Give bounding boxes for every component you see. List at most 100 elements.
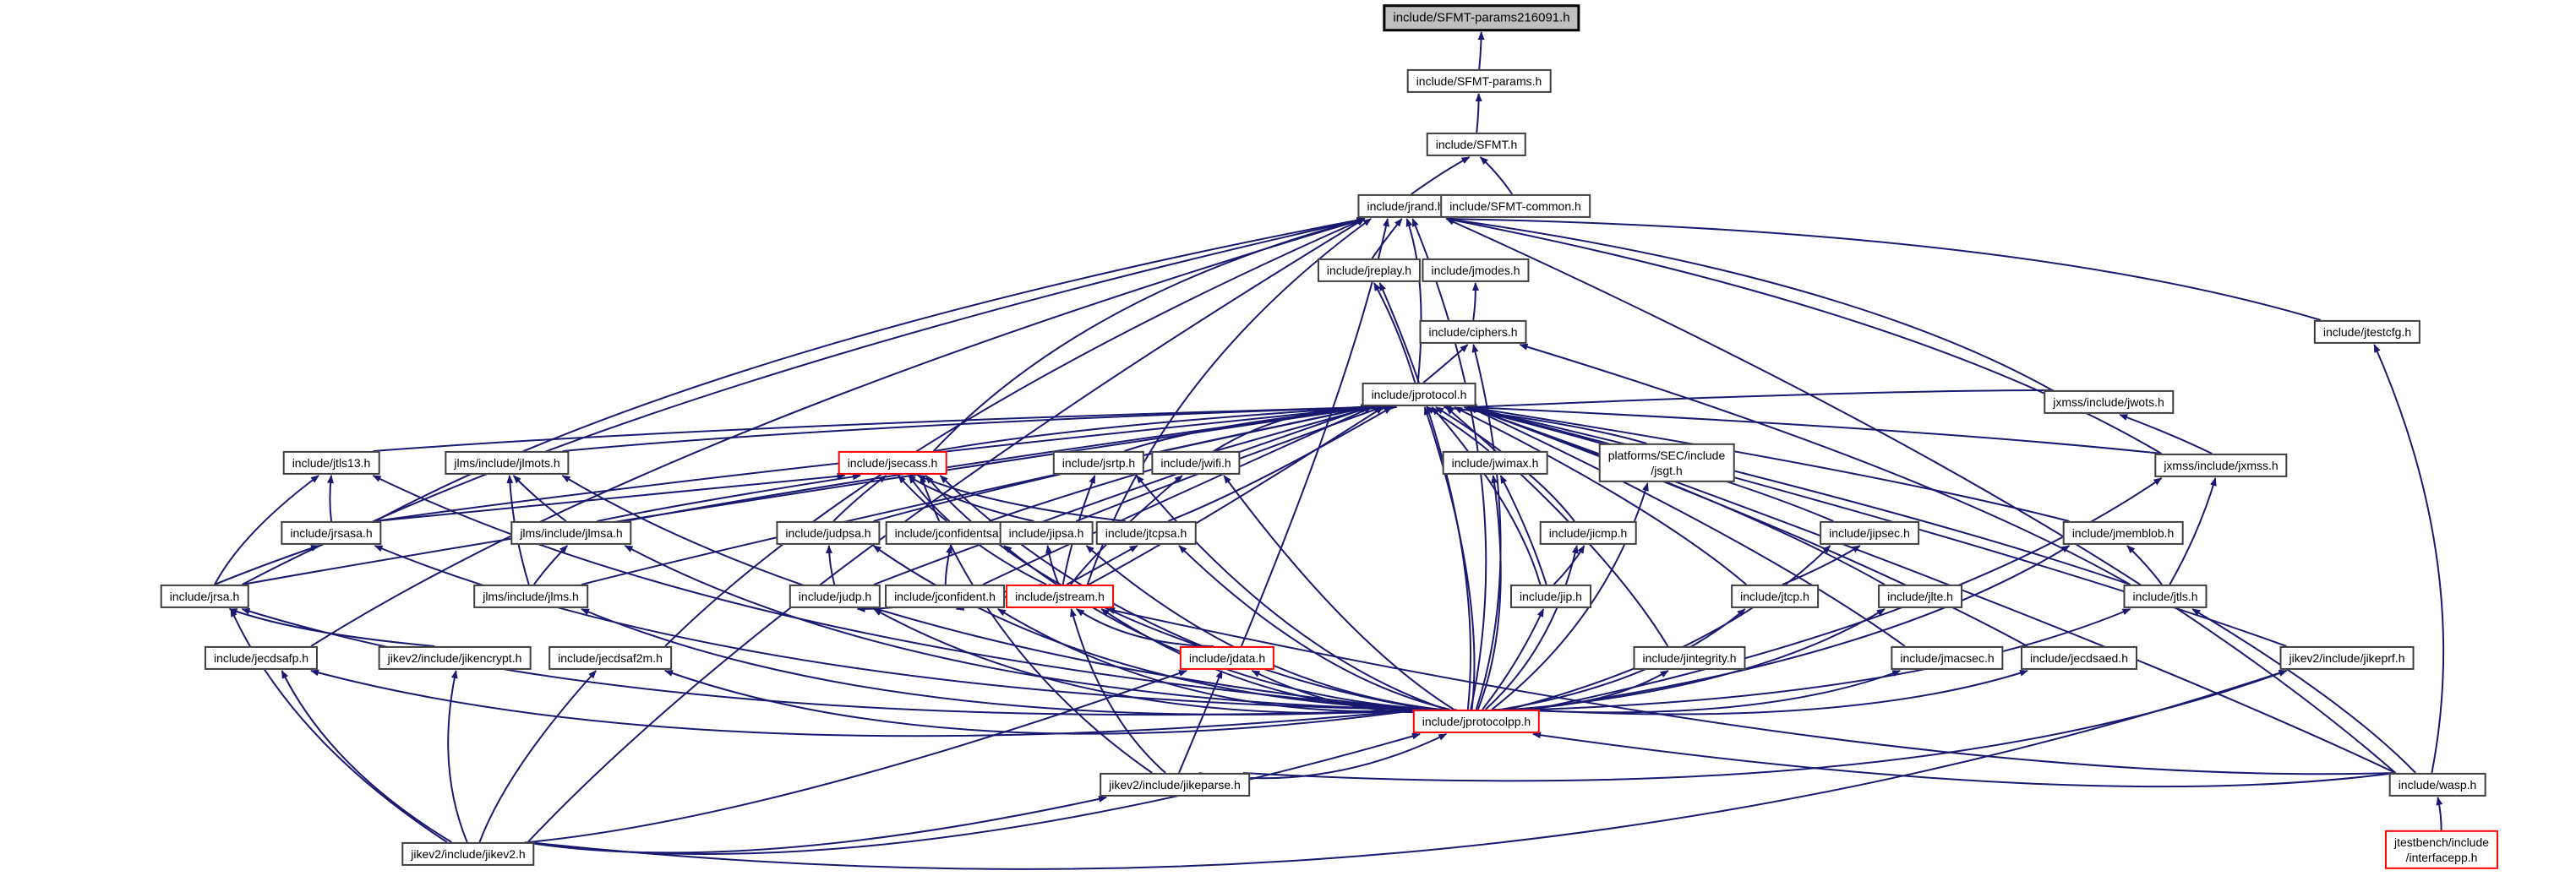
- edge-jecdsaed-to-jprotocol: [1468, 406, 2028, 647]
- graph-node-jstream[interactable]: include/jstream.h: [1006, 584, 1114, 609]
- edge-jrsasa-to-jtls13: [326, 475, 334, 522]
- graph-node-judpsa[interactable]: include/judpsa.h: [776, 520, 881, 546]
- graph-node-jipsec[interactable]: include/jipsec.h: [1820, 520, 1919, 546]
- edge-jikev2-to-jdata: [527, 670, 1187, 843]
- edge-jlmots-to-jprotocol: [562, 404, 1370, 452]
- graph-node-wasp[interactable]: include/wasp.h: [2388, 772, 2486, 797]
- graph-node-jrsasa[interactable]: include/jrsasa.h: [281, 520, 382, 546]
- edge-jikencrypt-to-jrsa: [228, 608, 435, 647]
- edge-jikeparse-to-jikeprf: [1242, 670, 2288, 782]
- graph-node-jecdsaed[interactable]: include/jecdsaed.h: [2021, 645, 2137, 671]
- edge-jxmss-to-jprotocol: [1468, 404, 2162, 454]
- edge-jstream-to-jtcpsa: [1066, 545, 1138, 585]
- graph-node-jlmots[interactable]: jlms/include/jlmots.h: [445, 450, 570, 476]
- edge-jprotocolpp-to-jwimax: [1476, 475, 1502, 710]
- edge-jprotocolpp-to-jprotocol: [1423, 406, 1476, 710]
- graph-node-jikeparse[interactable]: jikev2/include/jikeparse.h: [1100, 772, 1250, 797]
- edge-ciphers-to-jmodes: [1472, 282, 1480, 321]
- graph-node-jsgt[interactable]: platforms/SEC/include /jsgt.h: [1598, 443, 1735, 483]
- edge-jtestcfg-to-jrand: [1445, 215, 2322, 321]
- graph-node-jtls[interactable]: include/jtls.h: [2123, 584, 2208, 609]
- edge-jprotocolpp-to-jip: [1482, 608, 1545, 710]
- graph-node-jprotocol[interactable]: include/jprotocol.h: [1362, 382, 1476, 407]
- graph-node-jip[interactable]: include/jip.h: [1510, 584, 1591, 609]
- edge-jprotocolpp-to-jipsec: [1507, 545, 1831, 710]
- edge-jdata-to-jstream: [1075, 608, 1214, 647]
- graph-node-jxmss[interactable]: jxmss/include/jxmss.h: [2154, 453, 2288, 478]
- edge-jip-to-jwimax: [1499, 475, 1547, 585]
- edge-jmemblob-to-jprotocol: [1468, 405, 2070, 522]
- edge-jprotocolpp-to-jtls13: [372, 475, 1421, 710]
- graph-node-jlte[interactable]: include/jlte.h: [1878, 584, 1962, 609]
- graph-node-interfacepp[interactable]: jtestbench/include /interfacepp.h: [2384, 830, 2499, 870]
- graph-node-jmacsec[interactable]: include/jmacsec.h: [1891, 645, 2004, 671]
- graph-node-jikencrypt[interactable]: jikev2/include/jikencrypt.h: [378, 645, 532, 671]
- edge-jprotocolpp-to-jstream: [1100, 608, 1444, 711]
- edge-jprotocolpp-to-jrsasa: [374, 545, 1421, 710]
- graph-node-jsecass[interactable]: include/jsecass.h: [838, 450, 947, 476]
- edge-wasp-to-jtls: [2191, 608, 2416, 774]
- graph-node-jreplay[interactable]: include/jreplay.h: [1317, 258, 1422, 283]
- edge-wasp-to-jrand: [1445, 218, 2397, 774]
- edge-jwots-to-jrand: [1445, 216, 2053, 391]
- edge-sfmtparams-to-sfmt216091: [1477, 31, 1485, 70]
- edge-jprotocolpp-to-judp: [873, 608, 1426, 715]
- edge-jtls-to-jprotocol: [1468, 405, 2131, 585]
- graph-node-jtestcfg[interactable]: include/jtestcfg.h: [2313, 319, 2421, 345]
- graph-node-ciphers[interactable]: include/ciphers.h: [1419, 319, 1527, 345]
- graph-node-jsrtp[interactable]: include/jsrtp.h: [1052, 450, 1145, 476]
- edge-jxmss-to-jwots: [2119, 414, 2213, 454]
- edge-jikev2-to-jrsa: [230, 608, 448, 843]
- graph-node-jrsa[interactable]: include/jrsa.h: [160, 584, 249, 609]
- edge-jprotocolpp-to-jsrtp: [1135, 475, 1447, 710]
- graph-node-jprotocolpp[interactable]: include/jprotocolpp.h: [1412, 709, 1541, 734]
- graph-node-jrand[interactable]: include/jrand.h: [1357, 193, 1454, 219]
- edge-jtcp-to-jprotocol: [1454, 406, 1747, 585]
- edge-jprotocol-to-ciphers: [1422, 344, 1469, 384]
- graph-node-jconfidentsa[interactable]: include/jconfidentsa.h: [885, 520, 1018, 546]
- graph-node-sfmt216091[interactable]: include/SFMT-params216091.h: [1383, 4, 1580, 31]
- edge-jlmsa-to-jlmots: [512, 475, 567, 522]
- graph-node-jecdsafp[interactable]: include/jecdsafp.h: [204, 645, 319, 671]
- graph-node-jikev2[interactable]: jikev2/include/jikev2.h: [401, 841, 535, 867]
- edge-jconfidentsa-to-jsecass: [898, 475, 948, 522]
- graph-node-sfmtcommon[interactable]: include/SFMT-common.h: [1440, 193, 1591, 219]
- edge-jikev2-to-jikeprf: [527, 670, 2288, 870]
- edge-judp-to-judpsa: [826, 545, 836, 585]
- graph-node-jecdsaf2m[interactable]: include/jecdsaf2m.h: [548, 645, 672, 671]
- graph-node-jlms[interactable]: jlms/include/jlms.h: [473, 584, 588, 609]
- graph-node-jikeprf[interactable]: jikev2/include/jikeprf.h: [2279, 645, 2415, 671]
- graph-node-jtls13[interactable]: include/jtls13.h: [282, 450, 380, 476]
- edge-jprotocolpp-to-jintegrity: [1493, 670, 1669, 710]
- edge-jtls13-to-jprotocol: [373, 404, 1370, 452]
- graph-node-jmodes[interactable]: include/jmodes.h: [1422, 258, 1530, 283]
- graph-node-sfmt[interactable]: include/SFMT.h: [1426, 132, 1527, 157]
- graph-node-jicmp[interactable]: include/jicmp.h: [1539, 520, 1637, 546]
- edge-jikeparse-to-jprotocolpp: [1198, 733, 1448, 780]
- graph-node-jmemblob[interactable]: include/jmemblob.h: [2062, 520, 2184, 546]
- edge-jmacsec-to-jprotocol: [1468, 406, 1906, 647]
- edge-jprotocolpp-to-jecdsaed: [1524, 669, 2028, 715]
- edge-jprotocolpp-to-jlms: [581, 608, 1421, 715]
- graph-node-judp[interactable]: include/judp.h: [789, 584, 881, 609]
- edge-jip-to-jicmp: [1553, 545, 1585, 585]
- graph-node-jwimax[interactable]: include/jwimax.h: [1442, 450, 1548, 476]
- graph-node-jwifi[interactable]: include/jwifi.h: [1151, 450, 1241, 476]
- edge-jikev2-to-jrand: [527, 218, 1366, 843]
- graph-node-jdata[interactable]: include/jdata.h: [1179, 645, 1275, 671]
- graph-node-jipsa[interactable]: include/jipsa.h: [999, 520, 1094, 546]
- graph-node-sfmtparams[interactable]: include/SFMT-params.h: [1406, 68, 1552, 94]
- graph-node-jtcp[interactable]: include/jtcp.h: [1731, 584, 1819, 609]
- edge-jprotocolpp-to-jlmots: [561, 475, 1421, 710]
- graph-node-jtcpsa[interactable]: include/jtcpsa.h: [1095, 520, 1197, 546]
- edge-jreplay-to-jrand: [1371, 218, 1403, 259]
- edge-jprotocolpp-to-jmemblob: [1528, 545, 2071, 710]
- graph-node-jwots[interactable]: jxmss/include/jwots.h: [2044, 389, 2174, 415]
- graph-node-jintegrity[interactable]: include/jintegrity.h: [1633, 645, 1746, 671]
- edge-jprotocolpp-to-jtls: [1531, 608, 2131, 710]
- graph-node-jlmsa[interactable]: jlms/include/jlmsa.h: [510, 520, 632, 546]
- edge-jrsa-to-jtls13: [214, 475, 319, 585]
- edge-jikev2-to-jecdsaf2m: [478, 670, 597, 843]
- graph-node-jconfident[interactable]: include/jconfident.h: [885, 584, 1005, 609]
